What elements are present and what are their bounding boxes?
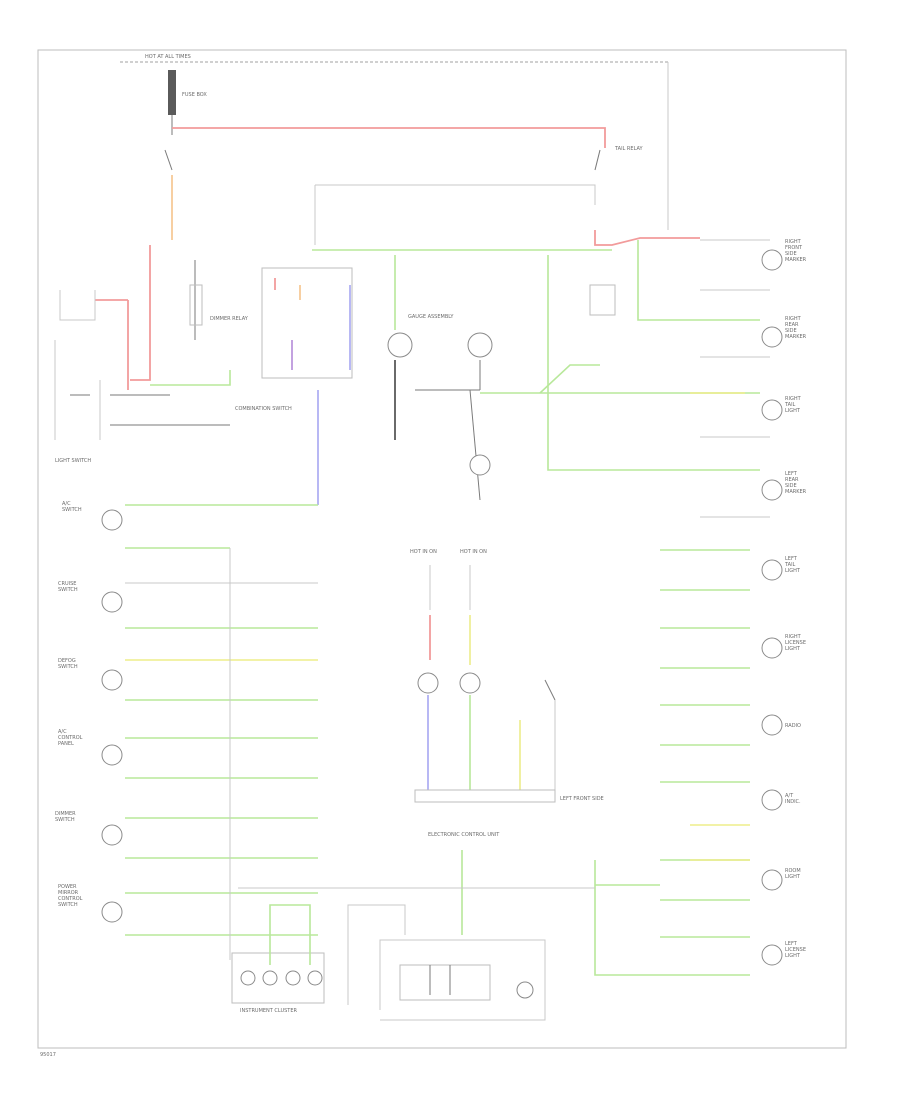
right-bulb-3-icon [761,399,783,421]
right-bulb-7-icon [761,714,783,736]
fuse-label: FUSE BOX [182,92,207,98]
left-bulb-2-icon [101,591,123,613]
tail-relay-label: TAIL RELAY [614,146,644,152]
ecu-box [414,789,556,803]
right-bulb-10-icon [761,944,783,966]
right-bulb-1-icon [761,249,783,271]
right-bulb-6-icon [761,637,783,659]
ign-sw-label-2: HOT IN ON [460,549,487,555]
right-bulb-group [700,239,783,966]
left-bulb-4-icon [101,744,123,766]
svg-text:RADIO: RADIO [785,723,801,729]
gauge-assembly-label: GAUGE ASSEMBLY [408,314,454,320]
left-front-side-label: LEFT FRONT SIDE [560,796,604,802]
right-bulb-4-icon [761,479,783,501]
main-fuse [168,70,176,115]
left-bulb-6-icon [101,901,123,923]
left-bulb-group [101,509,123,923]
left-bulb-3-icon [101,669,123,691]
diagram-frame [37,49,847,1049]
instrument-cluster [231,952,325,1004]
left-bulb-5-icon [101,824,123,846]
instrument-cluster-label: INSTRUMENT CLUSTER [240,1008,298,1014]
light-switch-label: LIGHT SWITCH [55,458,91,464]
right-bulb-8-icon [761,789,783,811]
left-bulb-1-icon [101,509,123,531]
right-bulb-2-icon [761,326,783,348]
combination-switch [261,267,353,379]
right-bulb-5-icon [761,559,783,581]
hot-label: HOT AT ALL TIMES [145,54,191,60]
dimmer-relay-label: DIMMER RELAY [210,316,249,322]
ecu-label: ELECTRONIC CONTROL UNIT [428,832,500,838]
frame-id-label: 95017 [40,1052,56,1058]
combination-switch-label: COMBINATION SWITCH [235,406,292,412]
ign-sw-label-1: HOT IN ON [410,549,437,555]
right-bulb-9-icon [761,869,783,891]
